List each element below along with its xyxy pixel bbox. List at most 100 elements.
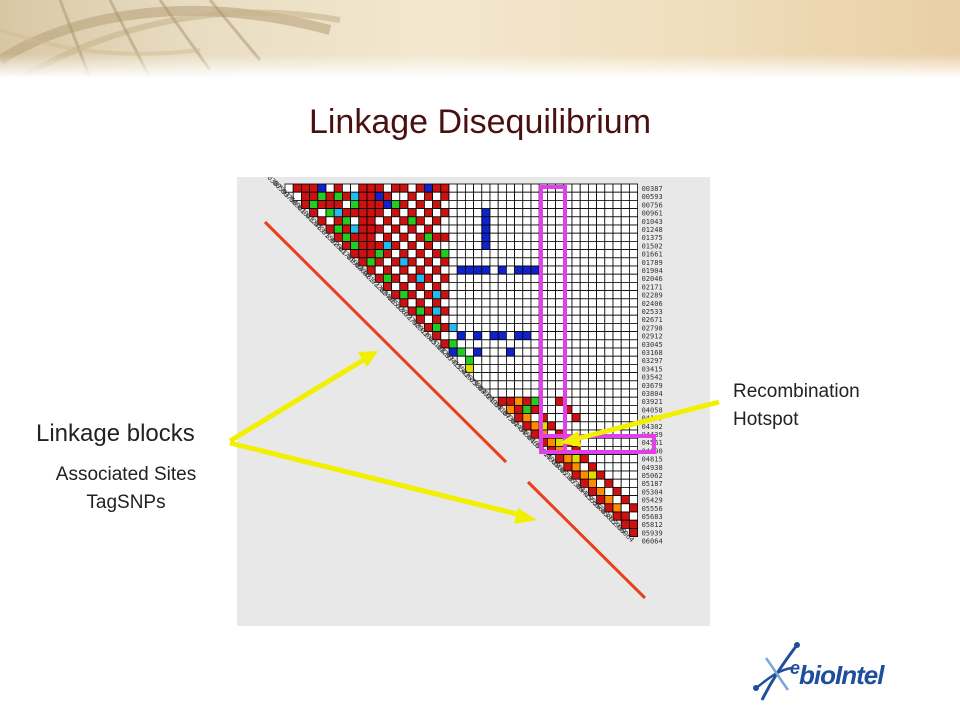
- ld-cell: [309, 183, 319, 193]
- ld-cell: [407, 249, 417, 259]
- ld-cell: [555, 257, 565, 267]
- ld-cell: [514, 380, 524, 390]
- ld-cell: [333, 216, 343, 226]
- ld-cell: [571, 388, 581, 398]
- ld-cell: [522, 396, 532, 406]
- ld-cell: [423, 183, 433, 193]
- ld-cell: [604, 183, 614, 193]
- ld-cell: [440, 331, 450, 341]
- ld-cell: [464, 199, 474, 209]
- ld-cell: [612, 339, 622, 349]
- ld-cell: [530, 290, 540, 300]
- ld-cell: [579, 306, 589, 316]
- ld-cell: [628, 282, 638, 292]
- ld-cell: [612, 413, 622, 423]
- ld-cell: [612, 388, 622, 398]
- ld-cell: [505, 273, 515, 283]
- ld-cell: [628, 486, 638, 496]
- ld-cell: [628, 298, 638, 308]
- ld-cell: [546, 363, 556, 373]
- ld-cell: [587, 183, 597, 193]
- ld-cell: [612, 314, 622, 324]
- snp-right-label: 05556: [642, 505, 663, 513]
- ld-cell: [596, 413, 606, 423]
- ld-cell: [571, 208, 581, 218]
- ld-cell: [522, 232, 532, 242]
- ld-cell: [473, 322, 483, 332]
- ld-cell: [579, 396, 589, 406]
- ld-cell: [317, 208, 327, 218]
- ld-cell: [481, 273, 491, 283]
- ld-cell: [604, 445, 614, 455]
- ld-cell: [604, 339, 614, 349]
- ld-cell: [571, 298, 581, 308]
- ld-cell: [382, 199, 392, 209]
- ld-cell: [456, 306, 466, 316]
- ld-cell: [587, 421, 597, 431]
- ld-cell: [301, 183, 311, 193]
- ld-cell: [596, 183, 606, 193]
- ld-cell: [596, 429, 606, 439]
- ld-cell: [628, 241, 638, 251]
- ld-cell: [514, 339, 524, 349]
- ld-cell: [628, 355, 638, 365]
- ld-cell: [628, 519, 638, 529]
- ld-cell: [473, 265, 483, 275]
- ld-cell: [596, 298, 606, 308]
- ld-cell: [571, 224, 581, 234]
- ld-cell: [522, 265, 532, 275]
- ld-cell: [555, 339, 565, 349]
- ld-cell: [481, 306, 491, 316]
- ld-cell: [604, 404, 614, 414]
- ld-cell: [522, 257, 532, 267]
- ld-cell: [612, 265, 622, 275]
- ld-cell: [612, 224, 622, 234]
- ld-cell: [604, 314, 614, 324]
- ld-cell: [514, 363, 524, 373]
- ld-cell: [587, 388, 597, 398]
- ld-cell: [563, 445, 573, 455]
- ld-cell: [407, 216, 417, 226]
- ld-cell: [596, 478, 606, 488]
- ld-cell: [514, 306, 524, 316]
- ld-cell: [596, 372, 606, 382]
- ld-cell: [604, 429, 614, 439]
- ld-cell: [555, 208, 565, 218]
- ld-cell: [620, 503, 630, 513]
- ld-cell: [514, 224, 524, 234]
- ld-cell: [620, 372, 630, 382]
- ld-cell: [481, 249, 491, 259]
- ld-cell: [358, 191, 368, 201]
- ld-cell: [604, 454, 614, 464]
- ld-cell: [604, 241, 614, 251]
- ld-cell: [596, 306, 606, 316]
- snp-right-label: 03168: [642, 349, 663, 357]
- ld-cell: [415, 249, 425, 259]
- ld-cell: [555, 396, 565, 406]
- ld-cell: [587, 282, 597, 292]
- ld-cell: [546, 421, 556, 431]
- snp-right-label: 01904: [642, 267, 663, 275]
- ld-cell: [358, 224, 368, 234]
- ld-cell: [587, 437, 597, 447]
- ld-cell: [489, 249, 499, 259]
- ld-cell: [456, 331, 466, 341]
- ld-cell: [620, 511, 630, 521]
- ld-cell: [481, 290, 491, 300]
- ld-cell: [505, 355, 515, 365]
- ld-cell: [366, 199, 376, 209]
- ld-cell: [530, 347, 540, 357]
- ld-cell: [628, 273, 638, 283]
- ld-cell: [473, 183, 483, 193]
- ld-cell: [571, 249, 581, 259]
- ld-cell: [530, 249, 540, 259]
- ld-cell: [391, 191, 401, 201]
- ld-cell: [579, 208, 589, 218]
- ld-cell: [432, 257, 442, 267]
- ld-cell: [522, 191, 532, 201]
- ld-cell: [530, 314, 540, 324]
- ld-cell: [350, 183, 360, 193]
- ld-cell: [440, 314, 450, 324]
- ld-cell: [538, 191, 548, 201]
- snp-right-label: 05683: [642, 513, 663, 521]
